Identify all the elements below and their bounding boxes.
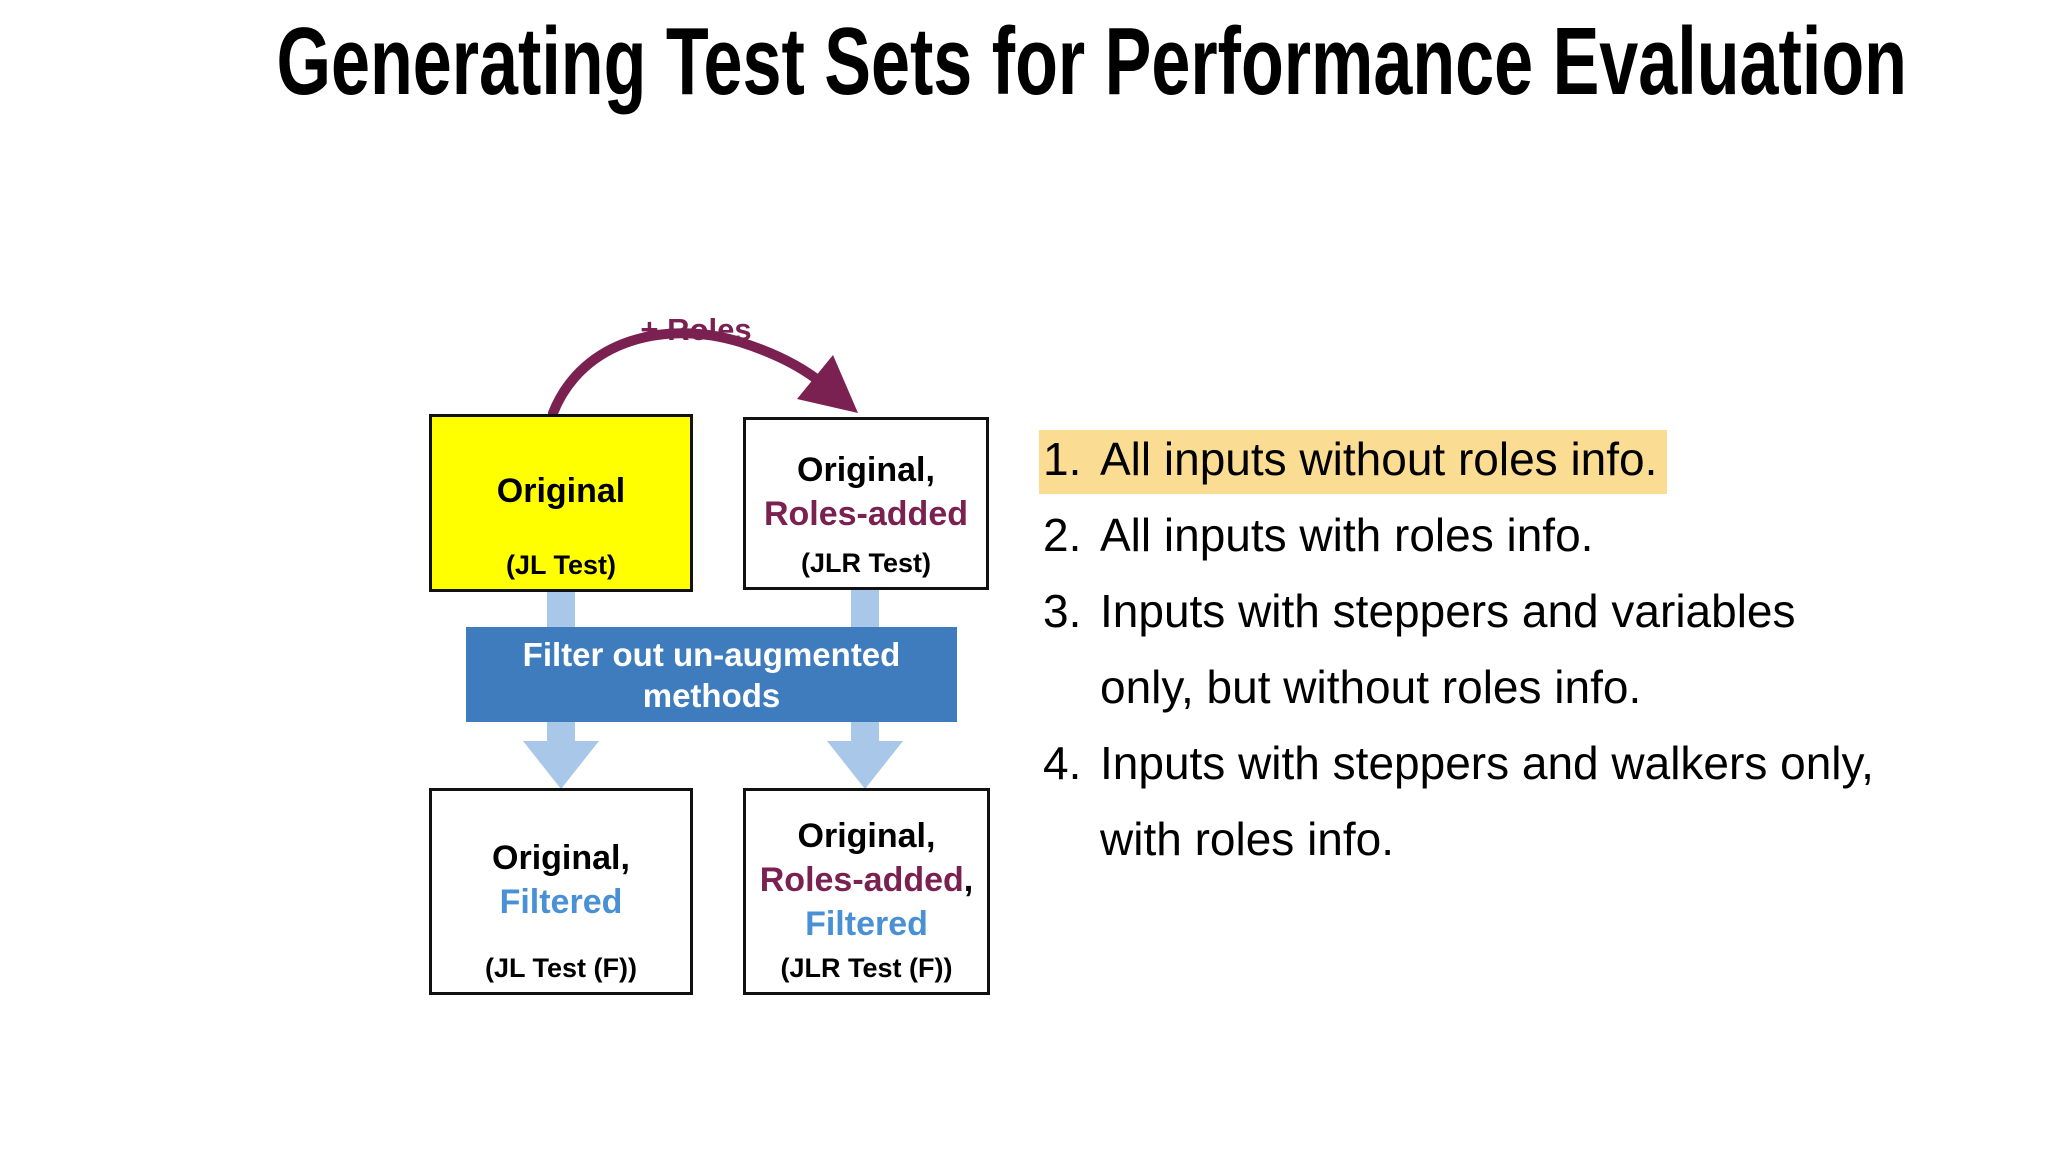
box-subtitle: (JLR Test) (800, 548, 931, 578)
test-set-list: 1.All inputs without roles info. 2.All i… (1039, 424, 2044, 880)
list-item-continuation: only, but without roles info. (1100, 661, 1642, 713)
box-subtitle: (JLR Test (F)) (780, 953, 953, 983)
box-original-roles-added-filtered-jlr-test-f: Original, Roles-added, Filtered (JLR Tes… (743, 788, 990, 995)
list-item-continuation: with roles info. (1100, 813, 1395, 865)
slide-title: Generating Test Sets for Performance Eva… (276, 8, 1907, 115)
box-original-jl-test: Original (JL Test) (429, 414, 693, 592)
box-title-line3: Filtered (805, 904, 928, 943)
list-item: 4.Inputs with steppers and walkers only, (1043, 737, 1874, 789)
box-title-line1: Original, (797, 450, 935, 489)
box-original-filtered-jl-test-f: Original, Filtered (JL Test (F)) (429, 788, 693, 995)
box-title: Original, Roles-added, Filtered (760, 814, 974, 970)
filter-bar-line1: Filter out un-augmented (522, 635, 901, 673)
box-title-line2: Roles-added (763, 494, 969, 533)
box-title: Original (496, 472, 626, 510)
list-item: 2.All inputs with roles info. (1043, 509, 1594, 561)
box-title-line1: Original, (492, 838, 630, 877)
box-original-roles-added-jlr-test: Original, Roles-added (JLR Test) (743, 417, 989, 590)
list-item: 3.Inputs with steppers and variables (1043, 585, 1796, 637)
box-title-line2: Roles-added, (759, 860, 974, 899)
box-title: Original, Filtered (492, 836, 630, 948)
box-title-line2: Filtered (499, 882, 623, 921)
roles-arrow-label: + Roles (640, 312, 752, 347)
box-subtitle: (JL Test (F)) (485, 953, 637, 983)
list-item-highlight: 1.All inputs without roles info. (1039, 430, 1668, 494)
box-subtitle: (JL Test) (505, 550, 617, 580)
filter-bar-line2: methods (642, 676, 781, 714)
list-item: 1.All inputs without roles info. (1039, 424, 2044, 500)
filter-bar: Filter out un-augmented methods (466, 627, 957, 722)
box-title: Original, Roles-added (764, 448, 968, 560)
box-title-line1: Original, (797, 816, 936, 855)
roles-curved-arrow-icon (548, 328, 858, 418)
